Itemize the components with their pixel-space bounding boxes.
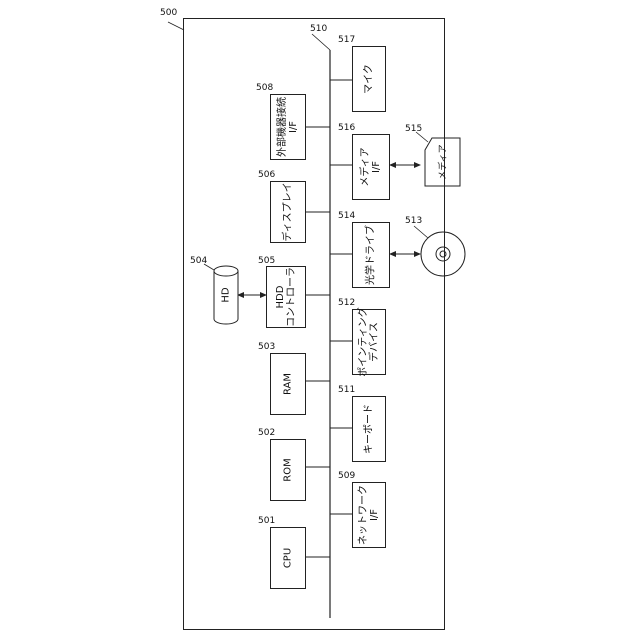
ref-505: 505 [258,256,275,266]
block-keyboard: キーボード [352,396,386,462]
ref-509: 509 [338,471,355,481]
block-optical-drive: 光学ドライブ [352,222,390,288]
block-media-if: メディアI/F [352,134,390,200]
block-microphone: マイク [352,46,386,112]
block-network-if: ネットワークI/F [352,482,386,548]
ref-503: 503 [258,342,275,352]
block-cpu: CPU [270,527,306,589]
block-display: ディスプレイ [270,181,306,243]
media-label: メディア [436,144,449,179]
block-label: ROM [283,458,294,481]
ref-511: 511 [338,385,355,395]
ref-516: 516 [338,123,355,133]
block-label: マイク [364,64,375,94]
block-ram: RAM [270,353,306,415]
block-label: RAM [283,373,294,395]
block-label: ディスプレイ [283,182,294,241]
ref-515: 515 [405,124,422,134]
block-label: HDDコントローラ [275,267,297,327]
hd-label: HD [221,287,232,302]
system-frame [183,18,445,630]
ref-508: 508 [256,83,273,93]
ref-513: 513 [405,216,422,226]
block-label: CPU [283,548,294,568]
ref-514: 514 [338,211,355,221]
block-hdd-controller: HDDコントローラ [266,266,306,328]
ref-504: 504 [190,256,207,266]
block-label: メディアI/F [360,147,382,186]
block-label: 光学ドライブ [366,225,377,285]
block-label: キーボード [364,404,375,454]
block-label: 外部機器接続I/F [277,97,299,157]
block-rom: ROM [270,439,306,501]
ref-512: 512 [338,298,355,308]
ref-510: 510 [310,24,327,34]
block-label: ポインティングデバイス [358,307,380,376]
ref-501: 501 [258,516,275,526]
block-pointing-device: ポインティングデバイス [352,309,386,375]
ref-506: 506 [258,170,275,180]
ref-500: 500 [160,8,177,18]
leader-500 [168,22,184,30]
ref-517: 517 [338,35,355,45]
block-label: ネットワークI/F [358,485,380,545]
ref-502: 502 [258,428,275,438]
block-external-if: 外部機器接続I/F [270,94,306,160]
